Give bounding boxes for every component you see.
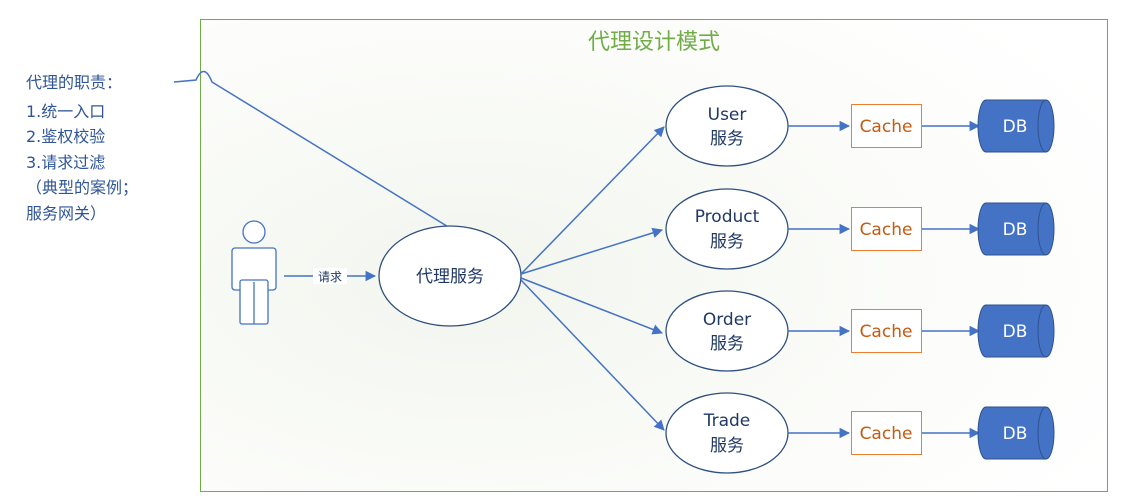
service-node: [665, 392, 789, 474]
db-label: DB: [1003, 117, 1028, 137]
request-label: 请求: [318, 270, 342, 284]
service-sub: 服务: [710, 436, 744, 456]
cache-box: [851, 309, 922, 353]
db-label: DB: [1003, 220, 1028, 240]
callout-connector: [173, 70, 451, 229]
proxy-service-node: [378, 225, 522, 327]
service-name: Order: [703, 310, 751, 330]
annotation-line: 2.鉴权校验: [26, 127, 105, 146]
cache-label: Cache: [860, 117, 913, 137]
fanout-arrow: [520, 126, 665, 275]
annotation-line: （典型的案例；: [26, 178, 138, 197]
annotation-line: 3.请求过滤: [26, 153, 105, 172]
service-name: Product: [695, 207, 760, 227]
db-label: DB: [1003, 424, 1028, 444]
proxy-service-label: 代理服务: [416, 267, 484, 287]
fanout-arrow: [520, 277, 663, 335]
annotation-line: 服务网关）: [26, 204, 106, 223]
service-node: [665, 290, 789, 372]
annotation-line: 1.统一入口: [26, 102, 105, 121]
fanout-arrow: [520, 279, 665, 431]
cache-label: Cache: [860, 322, 913, 342]
cache-box: [851, 411, 922, 455]
fanout-arrow: [520, 227, 664, 275]
service-row-order: Order 服务 Cache DB: [665, 290, 1055, 372]
service-row-user: User 服务 Cache DB: [665, 85, 1055, 167]
cache-label: Cache: [860, 424, 913, 444]
request-label-bg: [313, 268, 347, 284]
db-label: DB: [1003, 322, 1028, 342]
service-sub: 服务: [710, 334, 744, 354]
service-row-trade: Trade 服务 Cache DB: [665, 392, 1055, 474]
annotation-callout: 代理的职责： 1.统一入口 2.鉴权校验 3.请求过滤 （典型的案例； 服务网关…: [26, 73, 138, 223]
cache-box: [851, 104, 922, 148]
service-sub: 服务: [710, 232, 744, 252]
cache-box: [851, 207, 922, 251]
annotation-line: 代理的职责：: [26, 73, 122, 92]
service-name: User: [708, 105, 747, 125]
cache-label: Cache: [860, 220, 913, 240]
service-sub: 服务: [710, 129, 744, 149]
diagram-title: 代理设计模式: [588, 30, 720, 55]
service-name: Trade: [703, 411, 751, 431]
diagram-frame: [200, 19, 1108, 492]
service-node: [665, 85, 789, 167]
user-actor-icon: [231, 220, 277, 325]
service-row-product: Product 服务 Cache DB: [665, 188, 1055, 270]
service-node: [665, 188, 789, 270]
